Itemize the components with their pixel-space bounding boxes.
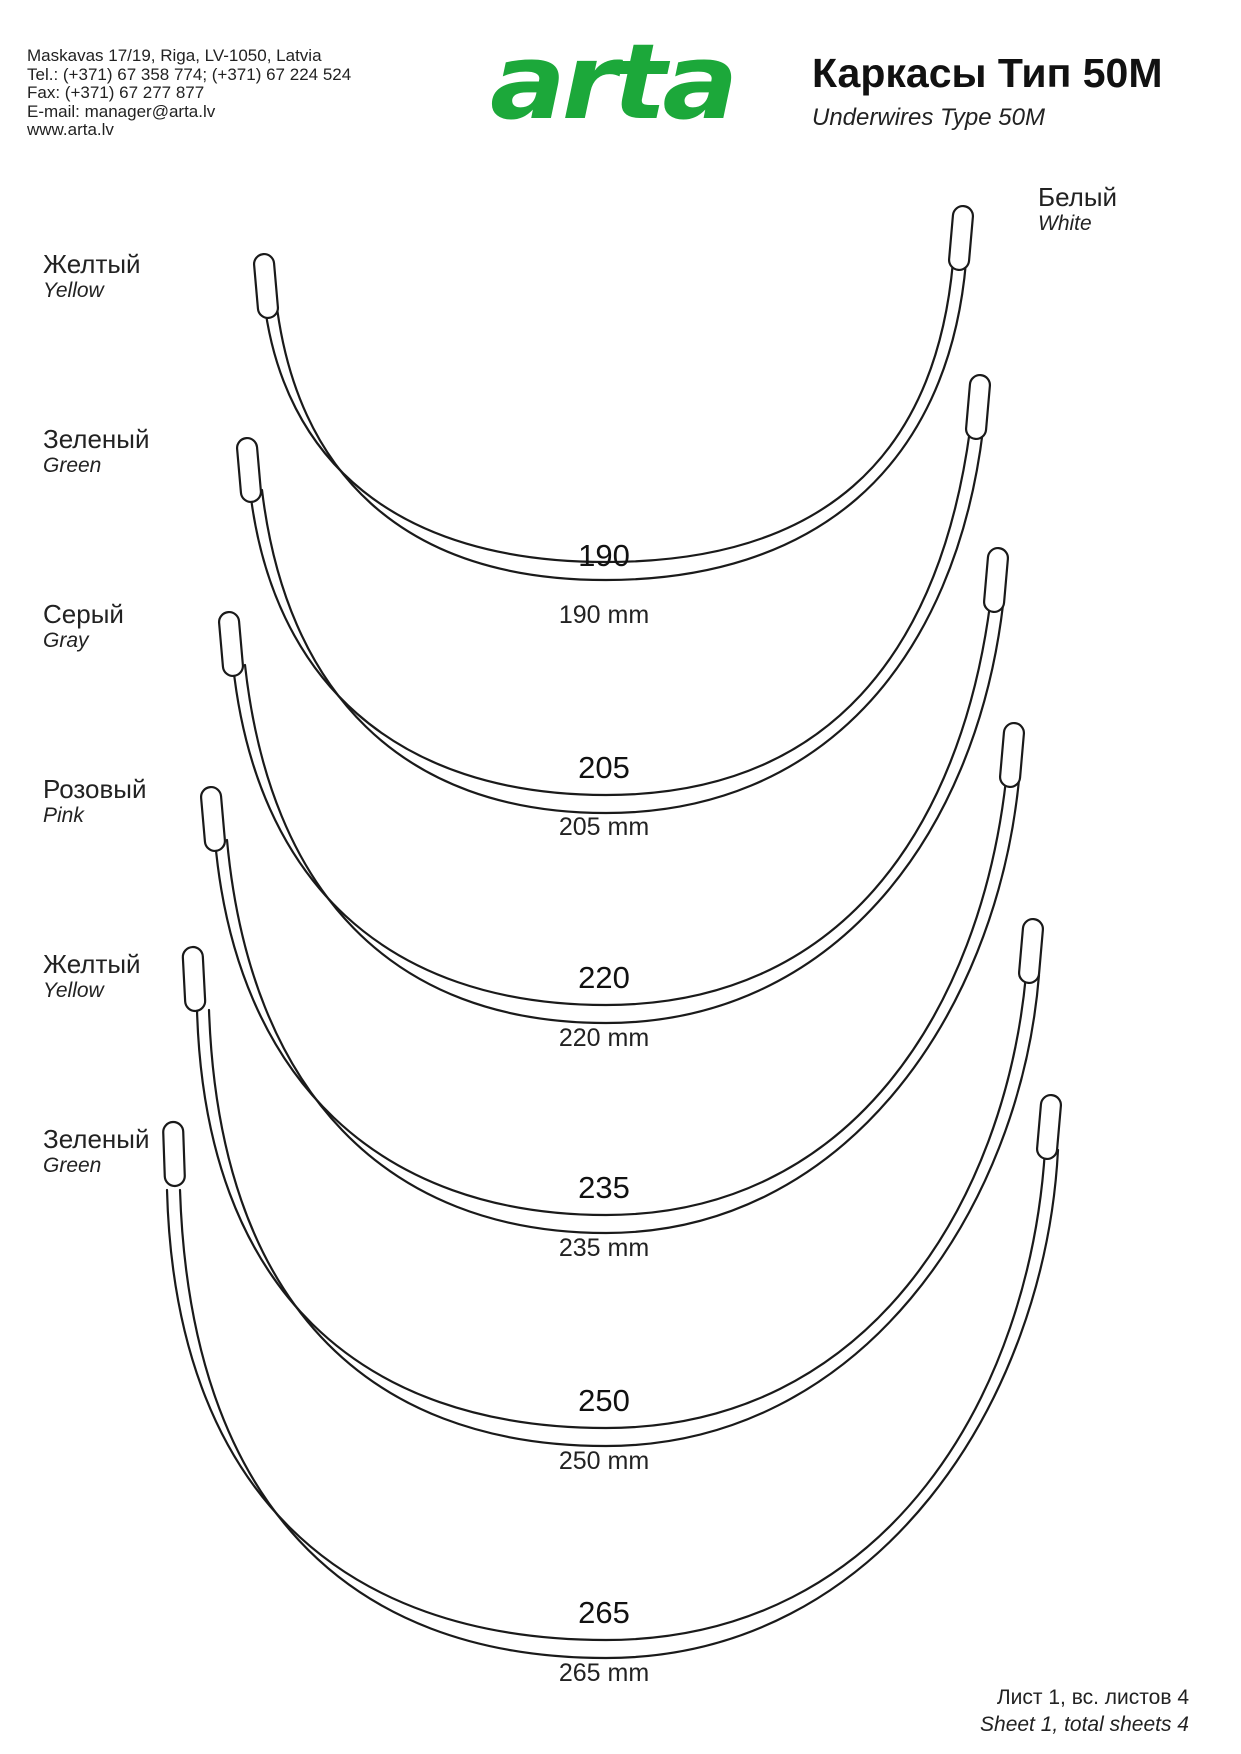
underwire-205: [235, 373, 992, 815]
color-label-en: Gray: [43, 629, 89, 652]
color-label-ru: Белый: [1038, 182, 1118, 212]
wire-size-220: 220: [578, 960, 630, 995]
wire-size-205: 205: [578, 750, 630, 785]
color-label-en: Yellow: [43, 279, 104, 302]
underwire-250: [181, 917, 1045, 1448]
wire-length-265: 265 mm: [559, 1659, 649, 1687]
color-label-ru: Зеленый: [43, 424, 150, 454]
wire-size-235: 235: [578, 1170, 630, 1205]
wire-length-190: 190 mm: [559, 601, 649, 629]
page-title: Каркасы Тип 50М: [812, 50, 1163, 96]
color-label-ru: Розовый: [43, 774, 147, 804]
color-label-gray: Серый Gray: [43, 599, 124, 653]
wire-length-220: 220 mm: [559, 1024, 649, 1052]
color-label-ru: Зеленый: [43, 1124, 150, 1154]
color-label-ru: Желтый: [43, 249, 141, 279]
fax-line: Fax: (+371) 67 277 877: [27, 83, 205, 102]
underwire-235: [199, 721, 1026, 1235]
color-label-en: White: [1038, 212, 1092, 235]
wire-size-250: 250: [578, 1383, 630, 1418]
wire-size-265: 265: [578, 1595, 630, 1630]
underwire-190: [252, 204, 975, 582]
sheet-info: Лист 1, вс. листов 4 Sheet 1, total shee…: [980, 1684, 1189, 1738]
email-line: E-mail: manager@arta.lv: [27, 101, 216, 121]
contact-block: Maskavas 17/19, Riga, LV-1050, Latvia Te…: [27, 46, 352, 140]
page-subtitle: Underwires Type 50M: [812, 104, 1045, 131]
color-label-white: Белый White: [1038, 182, 1117, 236]
color-label-yellow-2: Желтый Yellow: [43, 949, 141, 1003]
logo-text: arta: [490, 42, 734, 124]
color-label-ru: Желтый: [43, 949, 141, 979]
color-label-green: Зеленый Green: [43, 424, 150, 478]
underwire-220: [217, 546, 1010, 1025]
color-label-en: Pink: [43, 804, 84, 827]
color-label-green-2: Зеленый Green: [43, 1124, 150, 1178]
wire-length-205: 205 mm: [559, 813, 649, 841]
color-label-en: Green: [43, 454, 102, 477]
underwire-265: [162, 1093, 1063, 1660]
sheet-info-en: Sheet 1, total sheets 4: [980, 1713, 1189, 1736]
address-line: Maskavas 17/19, Riga, LV-1050, Latvia: [27, 46, 322, 65]
color-label-en: Green: [43, 1154, 102, 1177]
color-label-pink: Розовый Pink: [43, 774, 146, 828]
wire-size-190: 190: [578, 538, 630, 573]
arta-logo: arta: [490, 42, 738, 124]
website-line: www.arta.lv: [27, 120, 114, 139]
color-label-yellow: Желтый Yellow: [43, 249, 141, 303]
color-label-en: Yellow: [43, 979, 104, 1002]
wire-length-235: 235 mm: [559, 1234, 649, 1262]
color-label-ru: Серый: [43, 599, 124, 629]
sheet-info-ru: Лист 1, вс. листов 4: [996, 1686, 1189, 1709]
phone-line: Tel.: (+371) 67 358 774; (+371) 67 224 5…: [27, 64, 352, 84]
wire-length-250: 250 mm: [559, 1447, 649, 1475]
